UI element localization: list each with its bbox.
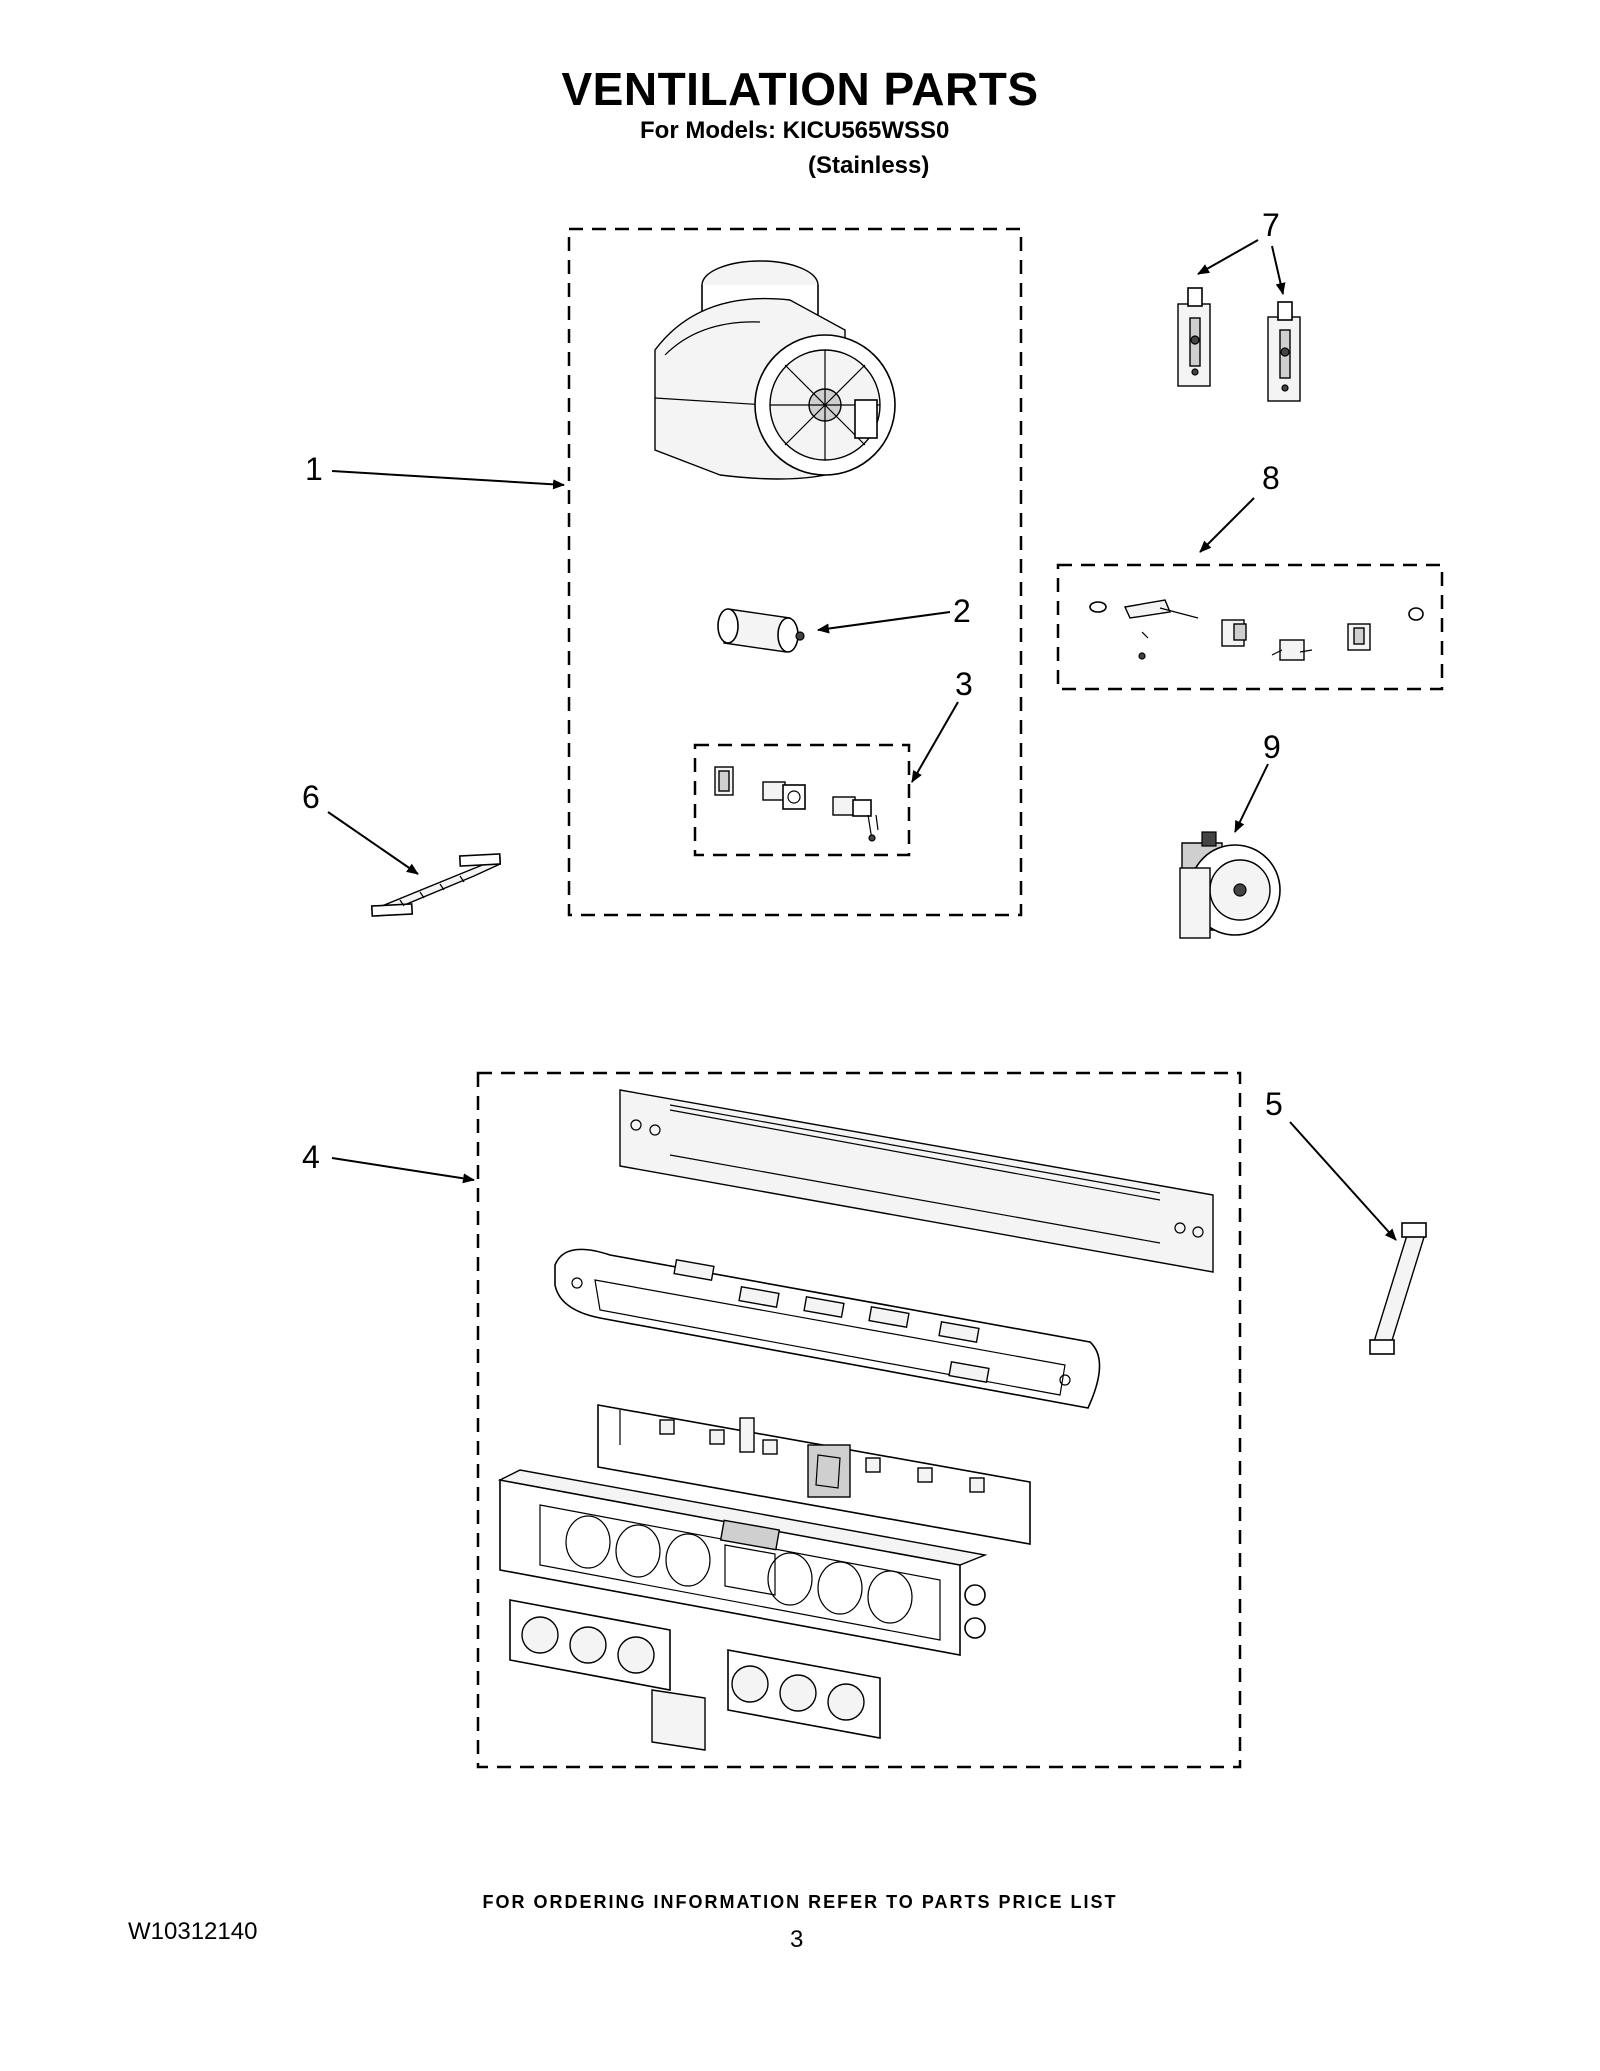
leader-9 [1234,763,1269,833]
leader-4 [331,1157,475,1184]
support-bar-part[interactable] [1369,1222,1427,1355]
leader-5 [1289,1121,1397,1241]
hardware-kit-part[interactable] [1089,599,1424,661]
motor-part[interactable] [1179,831,1281,939]
callout-9: 9 [1263,729,1281,765]
control-panel-assembly-part[interactable] [497,1089,1214,1751]
group-box-control-panel-assembly [476,1071,1242,1769]
callout-7: 7 [1262,207,1280,243]
leader-7a [1197,239,1259,275]
document-number: W10312140 [128,1918,258,1945]
group-box-blower-assembly [567,227,1023,917]
callout-3: 3 [955,666,973,702]
group-box-hardware-kit [1056,563,1444,691]
leader-7b [1271,245,1286,295]
blower-housing-part[interactable] [654,260,896,480]
callout-2: 2 [953,593,971,629]
finish-line: (Stainless) [808,152,930,179]
mounting-brackets-part[interactable] [1177,287,1301,402]
leader-6 [327,811,419,875]
housing-button-openings [565,1515,913,1624]
callout-5: 5 [1265,1086,1283,1122]
leader-3 [911,701,959,783]
callout-1: 1 [305,451,323,487]
ordering-note: FOR ORDERING INFORMATION REFER TO PARTS … [482,1892,1118,1912]
leader-2 [817,611,951,634]
callout-8: 8 [1262,460,1280,496]
models-line: For Models: KICU565WSS0 [640,117,950,144]
leader-1 [331,470,565,490]
button-caps [521,1616,865,1721]
page-number: 3 [790,1926,804,1953]
leader-8 [1199,497,1255,553]
board-switch-array [659,1419,985,1493]
callout-6: 6 [302,779,320,815]
callout-4: 4 [302,1139,320,1175]
ribbon-cable-part[interactable] [370,853,502,917]
page-title: VENTILATION PARTS [561,63,1039,115]
capacitor-part[interactable] [717,608,805,653]
switch-kit-part[interactable] [714,766,879,842]
